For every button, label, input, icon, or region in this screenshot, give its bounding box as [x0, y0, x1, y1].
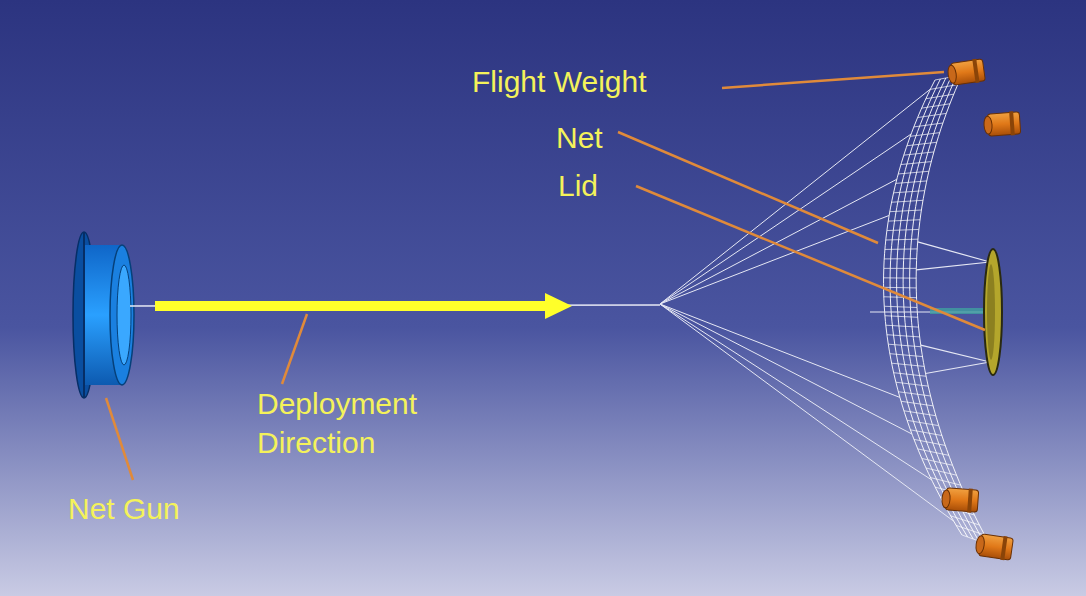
part-label: Net [556, 118, 626, 157]
net [660, 75, 990, 545]
flight-weights [941, 58, 1021, 561]
deployment-arrow [155, 293, 572, 319]
part-label: Net Gun [68, 489, 218, 528]
lid [870, 249, 1002, 375]
part-label: Lid [558, 166, 628, 205]
leader-lines [106, 72, 985, 480]
part-label: Deployment Direction [257, 384, 472, 462]
net-gun [73, 232, 134, 398]
part-label: Flight Weight [472, 62, 722, 101]
